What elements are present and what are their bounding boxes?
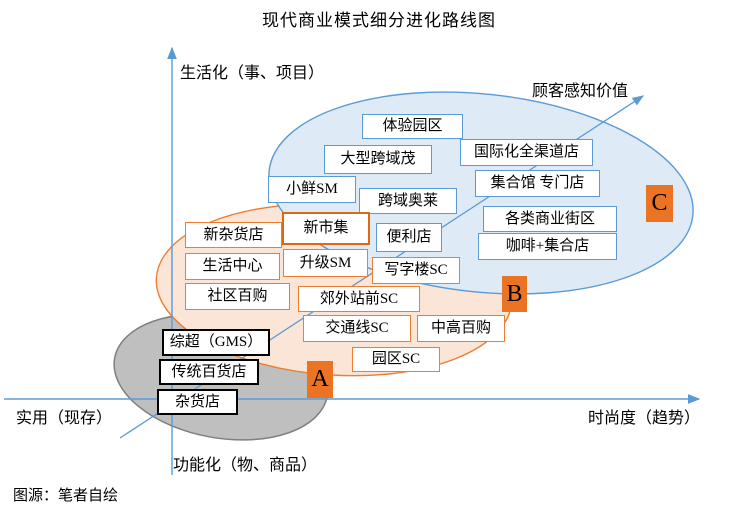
diagram-box: 园区SC (352, 347, 440, 372)
diagram-box: 体验园区 (362, 114, 463, 139)
diagram-box: 便利店 (376, 223, 442, 252)
customer-value-label: 顾客感知价值 (532, 83, 629, 100)
diagram-box: 新市集 (282, 212, 370, 245)
diagram-box: 生活中心 (185, 253, 280, 280)
diagram-box: 郊外站前SC (298, 286, 420, 312)
y-axis-bottom-label: 功能化（物、商品） (173, 457, 318, 474)
y-axis-top-label: 生活化（事、项目） (180, 65, 325, 82)
diagram-box: 传统百货店 (159, 359, 259, 385)
diagram-box: 写字楼SC (372, 257, 460, 284)
diagram-box: 集合馆 专门店 (475, 170, 600, 197)
diagram-title: 现代商业模式细分进化路线图 (262, 11, 496, 30)
diagram-box: 咖啡+集合店 (478, 233, 617, 260)
diagram-box: 小鲜SM (268, 176, 356, 203)
diagram-box: 新杂货店 (185, 222, 282, 248)
diagram-box: 升级SM (283, 249, 368, 277)
stage-marker-c: C (646, 185, 673, 222)
diagram-box: 杂货店 (157, 389, 238, 415)
stage-marker-b: B (502, 276, 527, 312)
x-axis-right-label: 时尚度（趋势） (588, 410, 701, 427)
x-axis-left-label: 实用（现存） (16, 410, 113, 427)
diagram-box: 各类商业街区 (483, 206, 617, 232)
stage-marker-a: A (307, 361, 333, 398)
diagram-box: 大型跨域茂 (324, 145, 432, 174)
diagram-box: 社区百购 (185, 283, 290, 310)
diagram-box: 中高百购 (417, 315, 505, 342)
source-note: 图源：笔者自绘 (13, 488, 119, 504)
diagram-box: 综超（GMS） (162, 329, 270, 356)
diagram-box: 跨域奥莱 (359, 188, 457, 214)
diagram-box: 国际化全渠道店 (460, 139, 593, 166)
diagram-box: 交通线SC (303, 315, 411, 342)
